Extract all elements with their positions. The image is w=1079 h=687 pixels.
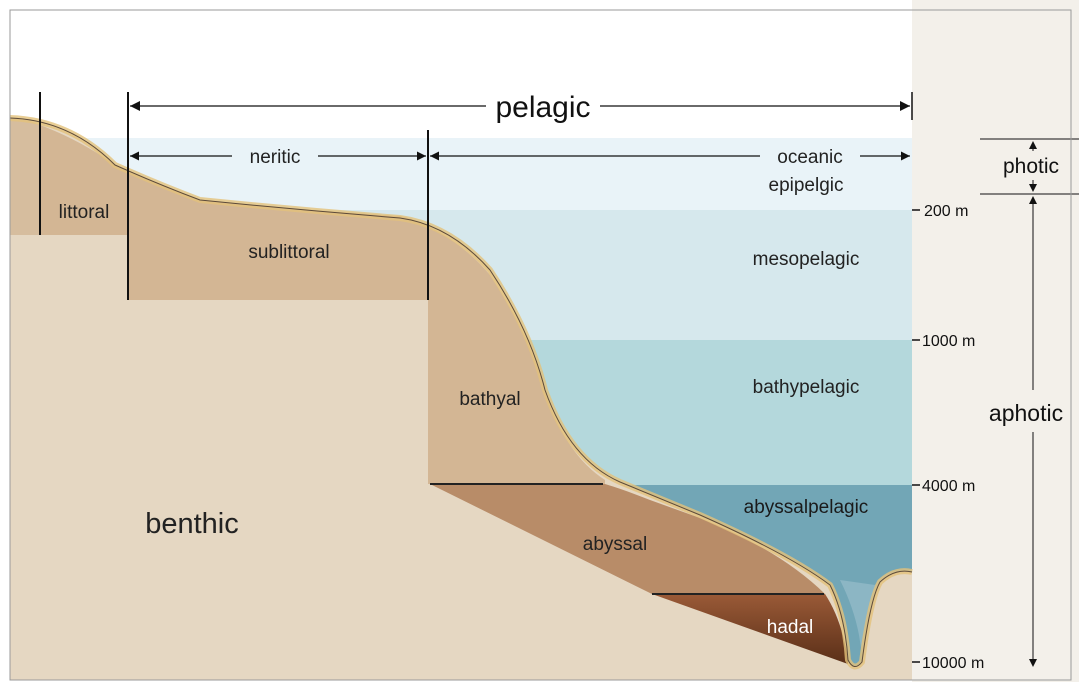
abyssal-label: abyssal bbox=[583, 534, 647, 555]
depth-200m: 200 m bbox=[924, 203, 968, 220]
oceanic-label: oceanic bbox=[777, 147, 843, 168]
bathypelagic-label: bathypelagic bbox=[753, 377, 860, 398]
depth-1000m: 1000 m bbox=[922, 333, 975, 350]
neritic-label: neritic bbox=[250, 147, 301, 168]
sublittoral-label: sublittoral bbox=[248, 242, 329, 263]
littoral-label: littoral bbox=[59, 202, 110, 223]
mesopelagic-label: mesopelagic bbox=[753, 249, 860, 270]
abyssalpelagic-label: abyssalpelagic bbox=[744, 497, 869, 518]
benthic-label: benthic bbox=[145, 508, 239, 540]
epipelagic-label: epipelgic bbox=[769, 175, 844, 196]
littoral-block bbox=[10, 118, 40, 235]
photic-label: photic bbox=[1003, 155, 1059, 178]
hadal-label: hadal bbox=[767, 617, 814, 638]
pelagic-label: pelagic bbox=[495, 91, 590, 124]
depth-10000m: 10000 m bbox=[922, 655, 984, 672]
aphotic-label: aphotic bbox=[989, 400, 1063, 426]
depth-4000m: 4000 m bbox=[922, 478, 975, 495]
bathyal-label: bathyal bbox=[459, 389, 520, 410]
